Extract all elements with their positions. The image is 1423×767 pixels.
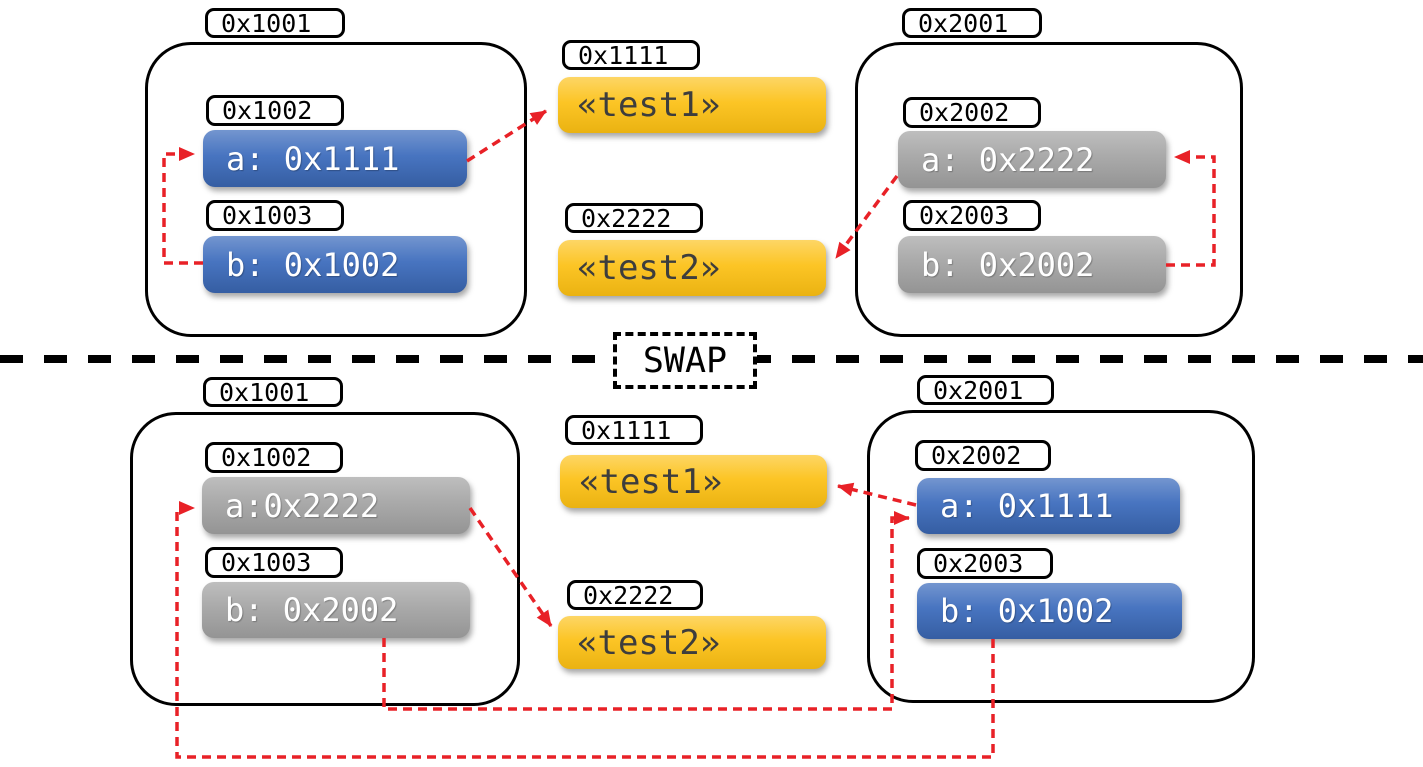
bottom-str2-value: «test2»	[558, 616, 826, 669]
bottom-str2-address-tag: 0x2222	[567, 580, 703, 610]
bottom-right-slot-a-address-tag: 0x2002	[915, 440, 1051, 471]
bottom-right-slot-b-address-tag: 0x2003	[917, 548, 1053, 579]
top-left-frame-address-tag: 0x1001	[205, 8, 345, 38]
top-str1-address-tag: 0x1111	[562, 40, 700, 70]
top-right-slot-a-address-tag: 0x2002	[903, 97, 1041, 128]
top-left-slot-b-value: b: 0x1002	[203, 236, 467, 293]
swap-label-box: SWAP	[613, 332, 757, 389]
bottom-left-frame-address-tag: 0x1001	[203, 377, 343, 407]
bottom-left-slot-a-address-tag: 0x1002	[205, 442, 343, 473]
bottom-left-slot-a-value: a:0x2222	[202, 477, 470, 534]
top-str2-value: «test2»	[558, 240, 826, 296]
top-left-slot-b-address-tag: 0x1003	[206, 200, 344, 231]
top-left-slot-a-address-tag: 0x1002	[206, 95, 344, 126]
bottom-str1-address-tag: 0x1111	[565, 415, 703, 445]
bottom-right-slot-b-value: b: 0x1002	[917, 583, 1182, 639]
bottom-right-slot-a-value: a: 0x1111	[917, 478, 1180, 534]
bottom-right-frame-address-tag: 0x2001	[917, 375, 1054, 405]
top-str2-address-tag: 0x2222	[565, 203, 703, 233]
swap-label: SWAP	[642, 340, 728, 381]
top-right-frame-address-tag: 0x2001	[902, 8, 1042, 38]
top-str1-value: «test1»	[558, 77, 826, 133]
top-right-slot-a-value: a: 0x2222	[898, 131, 1166, 188]
bottom-left-slot-b-address-tag: 0x1003	[205, 547, 343, 578]
bottom-str1-value: «test1»	[560, 455, 827, 508]
top-left-slot-a-value: a: 0x1111	[203, 130, 467, 187]
top-right-slot-b-value: b: 0x2002	[898, 236, 1166, 293]
top-right-slot-b-address-tag: 0x2003	[903, 200, 1041, 231]
bottom-left-slot-b-value: b: 0x2002	[202, 582, 470, 638]
